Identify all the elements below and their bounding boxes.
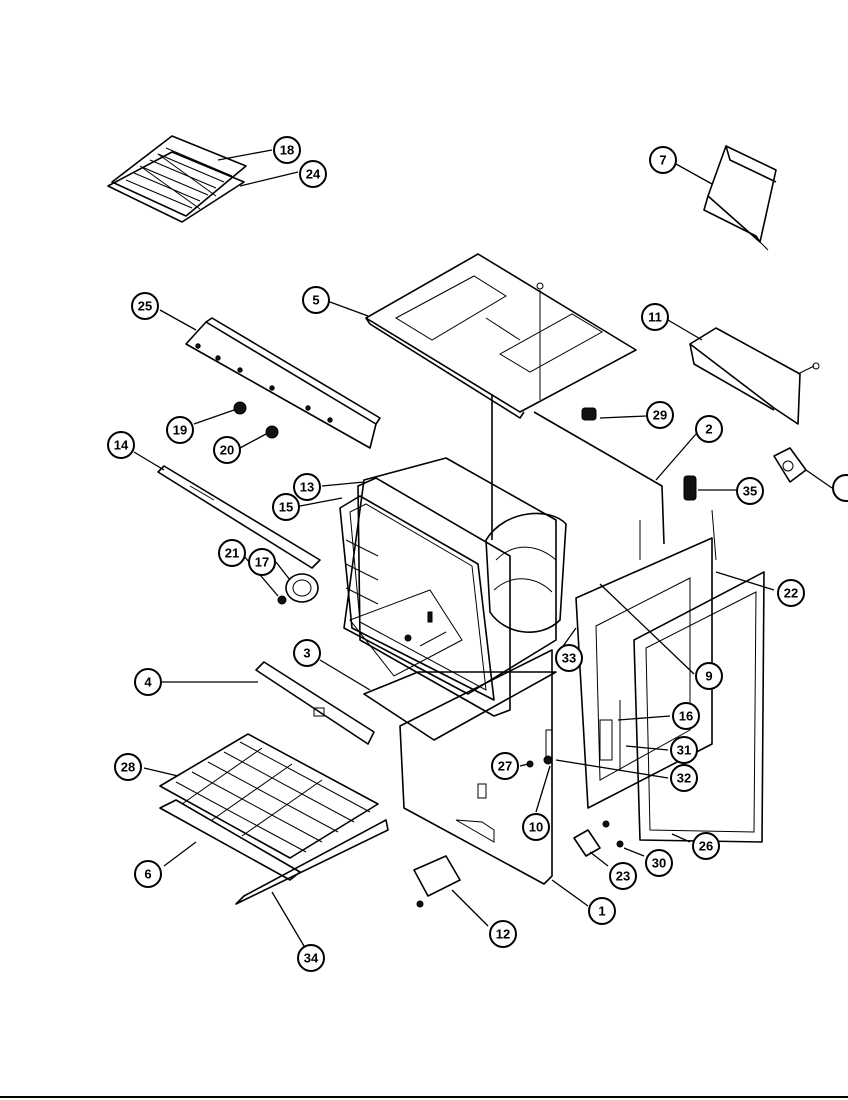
bottom-panel-part — [363, 671, 557, 741]
callout-20-label: 20 — [220, 443, 234, 458]
callout-32-label: 32 — [677, 771, 691, 786]
callout-10-label: 10 — [529, 820, 543, 835]
callout-29-label: 29 — [653, 408, 667, 423]
callout-31: 31 — [670, 736, 698, 764]
callout-23-label: 23 — [616, 869, 630, 884]
callout-24: 24 — [299, 160, 327, 188]
callout-13-label: 13 — [300, 480, 314, 495]
callout-1: 1 — [588, 897, 616, 925]
callout-3: 3 — [293, 639, 321, 667]
leader-lines — [133, 149, 833, 947]
oven-cavity-part — [339, 457, 567, 717]
callout-6-label: 6 — [144, 867, 151, 882]
callout-33-label: 33 — [562, 651, 576, 666]
callout-25: 25 — [131, 292, 159, 320]
callout-12-label: 12 — [496, 927, 510, 942]
top-panel-part — [365, 253, 637, 419]
callout-16-label: 16 — [679, 709, 693, 724]
callout-2: 2 — [695, 415, 723, 443]
knob-parts — [233, 401, 279, 439]
cabinet-side-part — [491, 394, 665, 560]
oven-door-part — [575, 537, 765, 843]
callout-28-label: 28 — [121, 760, 135, 775]
callout-31-label: 31 — [677, 743, 691, 758]
callout-2-label: 2 — [705, 422, 712, 437]
callout-16: 16 — [672, 702, 700, 730]
callout-24-label: 24 — [306, 167, 321, 182]
callout-20: 20 — [213, 436, 241, 464]
callout-15: 15 — [272, 493, 300, 521]
valve-part — [773, 447, 807, 483]
callout-3-label: 3 — [303, 646, 310, 661]
light-socket-part — [277, 573, 319, 605]
callout-clipped — [832, 474, 848, 502]
callout-32: 32 — [670, 764, 698, 792]
callout-14: 14 — [107, 431, 135, 459]
bracket-part — [703, 145, 777, 251]
callout-22-label: 22 — [784, 586, 798, 601]
callout-19-label: 19 — [173, 423, 187, 438]
callout-27: 27 — [491, 752, 519, 780]
callout-35: 35 — [736, 477, 764, 505]
callout-17: 17 — [248, 548, 276, 576]
callout-34-label: 34 — [304, 951, 319, 966]
callout-7-label: 7 — [659, 153, 666, 168]
callout-28: 28 — [114, 753, 142, 781]
callout-29: 29 — [646, 401, 674, 429]
callout-19: 19 — [166, 416, 194, 444]
callout-9-label: 9 — [705, 669, 712, 684]
lower-bracket-part — [255, 661, 375, 745]
callout-10: 10 — [522, 813, 550, 841]
callout-9: 9 — [695, 662, 723, 690]
callout-13: 13 — [293, 473, 321, 501]
side-rail-part — [157, 465, 321, 569]
callout-30-label: 30 — [652, 856, 666, 871]
callout-17-label: 17 — [255, 555, 269, 570]
callout-25-label: 25 — [138, 299, 152, 314]
callout-18-label: 18 — [280, 143, 294, 158]
callout-11-label: 11 — [648, 310, 662, 325]
callout-18: 18 — [273, 136, 301, 164]
fitting-part — [581, 407, 597, 421]
broiler-pan-part — [107, 135, 247, 223]
callout-14-label: 14 — [114, 438, 129, 453]
callout-33: 33 — [555, 644, 583, 672]
callout-15-label: 15 — [279, 500, 293, 515]
callout-35-label: 35 — [743, 484, 757, 499]
hardware-parts — [413, 729, 624, 908]
front-rail-part — [185, 317, 381, 449]
callout-23: 23 — [609, 862, 637, 890]
switch-part — [683, 475, 717, 561]
callout-7: 7 — [649, 146, 677, 174]
callout-21-label: 21 — [225, 546, 239, 561]
callout-26-label: 26 — [699, 839, 713, 854]
callout-22: 22 — [777, 579, 805, 607]
callout-30: 30 — [645, 849, 673, 877]
callout-5: 5 — [302, 286, 330, 314]
callout-11: 11 — [641, 303, 669, 331]
callout-26: 26 — [692, 832, 720, 860]
callout-21: 21 — [218, 539, 246, 567]
callout-34: 34 — [297, 944, 325, 972]
callout-27-label: 27 — [498, 759, 512, 774]
callout-4: 4 — [134, 668, 162, 696]
lower-front-panel-part — [399, 649, 553, 885]
callout-4-label: 4 — [144, 675, 152, 690]
callout-1-label: 1 — [598, 904, 605, 919]
broiler-drawer-part — [159, 733, 389, 905]
callout-5-label: 5 — [312, 293, 319, 308]
callout-6: 6 — [134, 860, 162, 888]
callout-12: 12 — [489, 920, 517, 948]
control-shield-part — [689, 327, 820, 425]
